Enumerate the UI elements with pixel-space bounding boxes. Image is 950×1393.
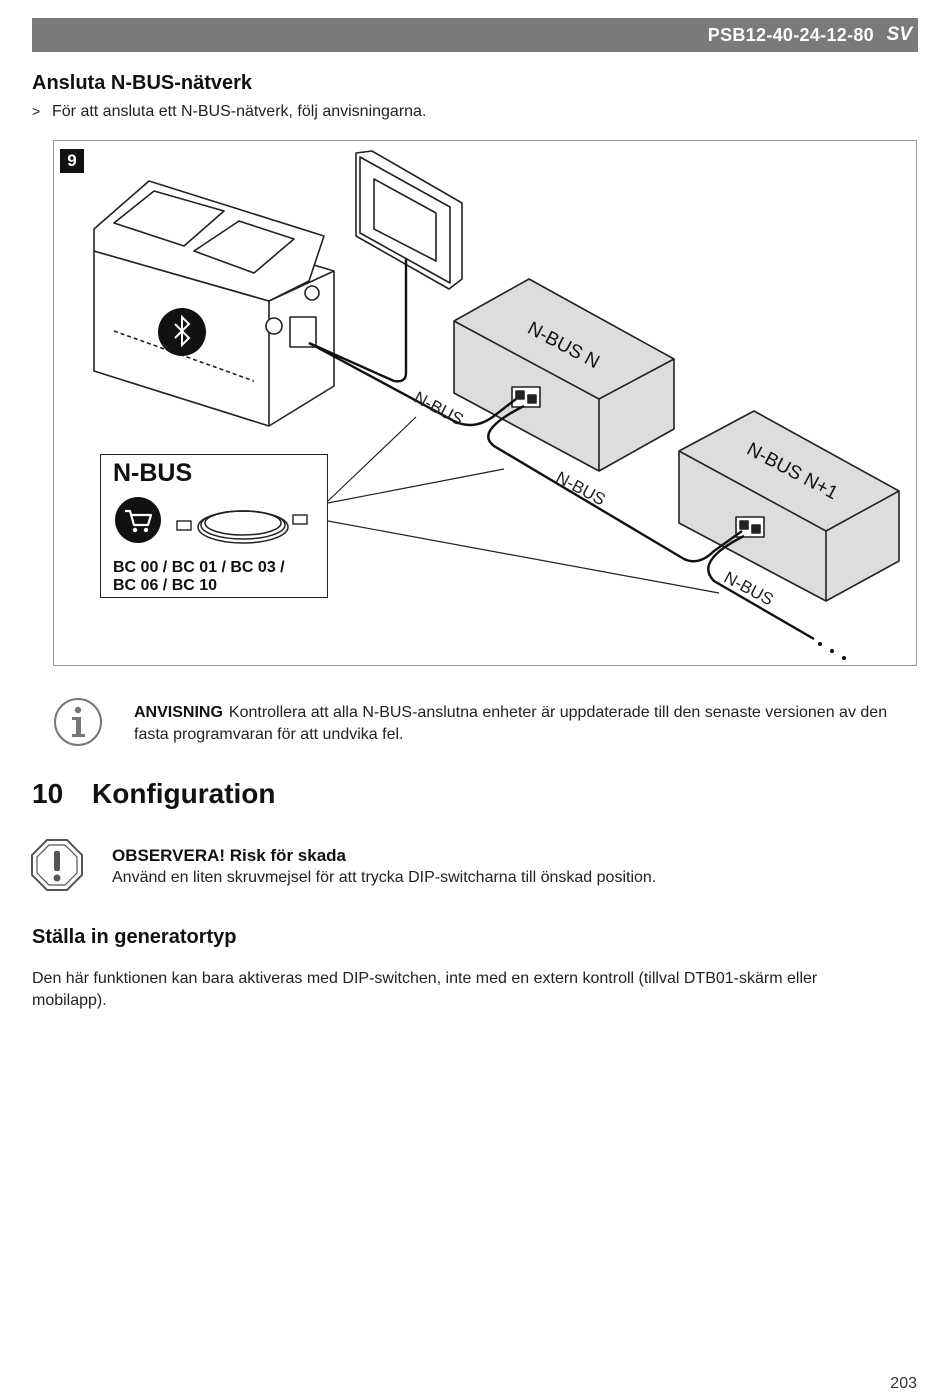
cables (308, 259, 815, 641)
accessory-codes: BC 00 / BC 01 / BC 03 / BC 06 / BC 10 (113, 559, 285, 595)
nbus-diagram-figure: 9 (53, 140, 917, 666)
page-number: 203 (890, 1375, 917, 1392)
language-code: SV (886, 24, 912, 45)
box-nbus-n1 (678, 410, 900, 602)
step-marker: > (32, 103, 41, 119)
body-paragraph: Den här funktionen kan bara aktiveras me… (32, 970, 818, 1009)
info-icon (53, 697, 103, 747)
chapter-title: Konfiguration (92, 778, 276, 809)
leader-lines (327, 416, 720, 594)
instruction-step: > För att ansluta ett N-BUS-nätverk, följ… (32, 103, 426, 121)
document-id: PSB12-40-24-12-80 (707, 25, 874, 45)
shopping-cart-icon (115, 497, 161, 543)
section-heading-generator: Ställa in generatortyp (32, 926, 237, 948)
nbus-cable-callout: N-BUS BC 00 / BC 01 / BC 03 / BC 06 / BC… (100, 454, 328, 598)
warning-icon (30, 838, 84, 892)
display-illustration (355, 150, 463, 290)
codes-line-1: BC 00 / BC 01 / BC 03 / (113, 559, 285, 576)
warning-text: Använd en liten skruvmejsel för att tryc… (112, 869, 657, 886)
codes-line-2: BC 06 / BC 10 (113, 577, 218, 594)
bluetooth-icon (174, 314, 191, 348)
figure-number: 9 (60, 149, 84, 173)
chapter-heading: 10 Konfiguration (32, 778, 276, 810)
box-nbus-n (453, 278, 675, 472)
note-text: Kontrollera att alla N-BUS-anslutna enhe… (134, 704, 888, 743)
callout-title: N-BUS (113, 459, 193, 487)
chapter-number: 10 (32, 778, 64, 809)
cable-coil-illustration (176, 510, 308, 544)
diagram-drawing (93, 150, 900, 660)
section-heading-nbus: Ansluta N-BUS-nätverk (32, 72, 253, 94)
step-text: För att ansluta ett N-BUS-nätverk, följ … (52, 103, 427, 120)
note-label: ANVISNING (134, 704, 223, 721)
warning-title: OBSERVERA! Risk för skada (112, 846, 346, 865)
battery-illustration (93, 180, 335, 427)
header-bar: PSB12-40-24-12-80 SV (32, 18, 918, 52)
